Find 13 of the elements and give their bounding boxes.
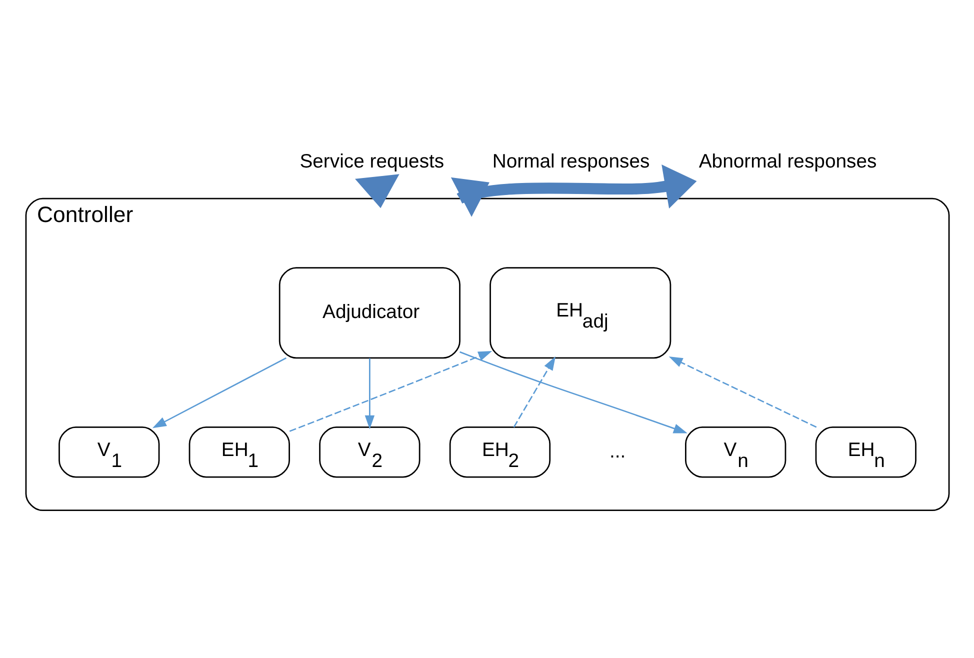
arrow: [354, 174, 399, 208]
arrow: [288, 350, 492, 432]
arrow: [459, 350, 687, 433]
arrow: [668, 356, 816, 428]
label: ...: [608, 440, 626, 462]
node-text: Service requests: [299, 150, 444, 172]
node-text: Abnormal responses: [698, 150, 876, 172]
node-box: Adjudicator: [278, 266, 460, 358]
arrow: [152, 356, 286, 428]
arrow: [364, 358, 374, 429]
arrow: [512, 356, 556, 428]
arrow: [450, 176, 489, 216]
node-text: Normal responses: [492, 150, 650, 172]
